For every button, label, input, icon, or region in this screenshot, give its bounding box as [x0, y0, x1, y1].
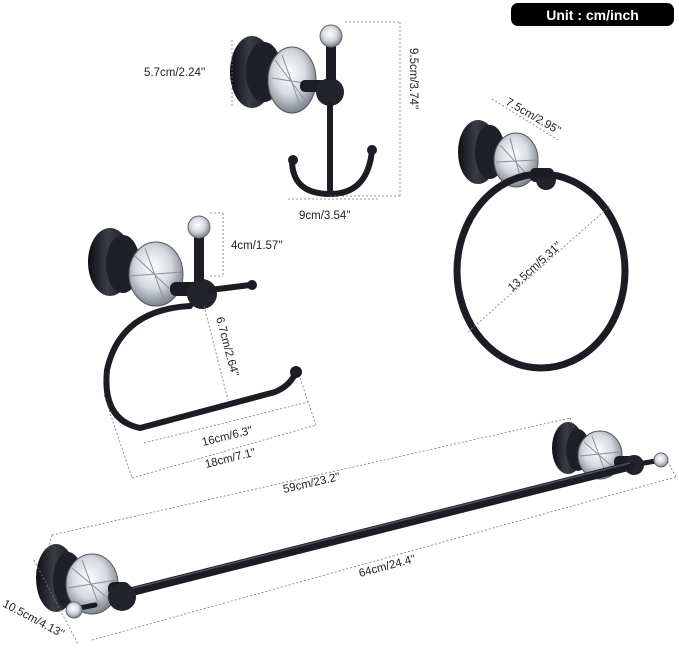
- robe-hook-crystal-knob: [319, 24, 343, 48]
- towel-ring-loop: [453, 170, 629, 372]
- towel-ring-projection-label: 7.5cm/2.95'': [504, 96, 563, 137]
- towel-bar: [36, 422, 669, 619]
- paper-holder-loop-arm: [103, 303, 299, 432]
- paper-holder-outer-width-label: 18cm/7.1'': [204, 447, 257, 471]
- towel-ring-diameter-label: 13.5cm/5.31'': [506, 240, 564, 294]
- paper-holder-knob-height-label: 4cm/1.57'': [231, 240, 283, 252]
- robe-hook: [230, 24, 377, 198]
- paper-holder-arm-height-label: 6.7cm/2.64'': [213, 316, 240, 378]
- robe-hook-width-label: 9cm/3.54'': [299, 210, 351, 222]
- paper-holder-hub: [187, 279, 217, 309]
- robe-hook-base-size-label: 5.7cm/2.24'': [144, 67, 205, 79]
- robe-hook-height-label: 9.5cm/3.74'': [407, 48, 419, 109]
- towel-bar-length-label: 59cm/23.2'': [282, 471, 341, 496]
- paper-holder-short-arm: [207, 282, 253, 293]
- unit-badge: Unit : cm/inch: [511, 3, 674, 26]
- paper-holder-crystal-knob: [187, 215, 211, 239]
- towel-bar-rod: [121, 461, 635, 598]
- toilet-paper-holder: [88, 215, 302, 432]
- robe-hook-hub: [316, 78, 344, 106]
- paper-holder-inner-width-label: 16cm/6.3'': [201, 425, 254, 449]
- towel-bar-right-end-knob: [653, 452, 669, 468]
- robe-hook-arms: [289, 147, 375, 198]
- towel-bar-overall-length-label: 64cm/24.4'': [358, 553, 417, 580]
- towel-ring: [453, 120, 629, 372]
- towel-bar-left-end-knob: [65, 601, 83, 619]
